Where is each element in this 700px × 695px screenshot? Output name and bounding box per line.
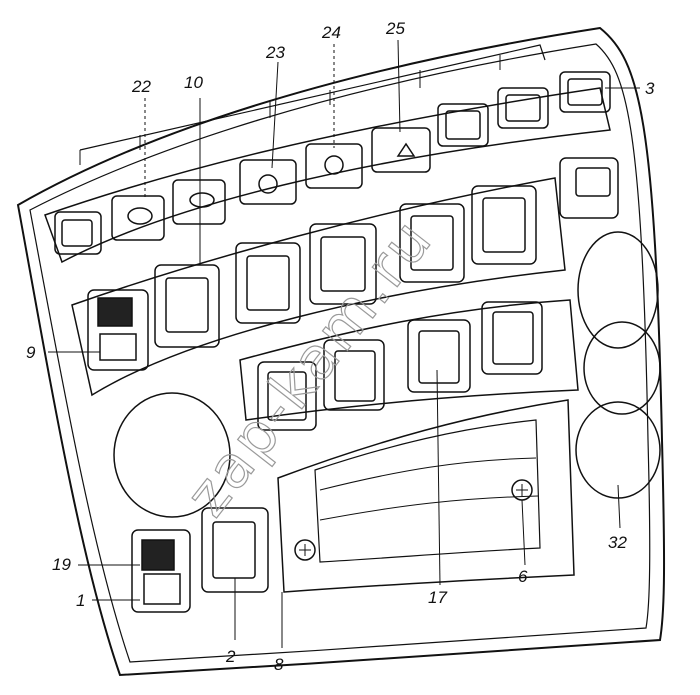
callout-22: 22	[131, 77, 151, 96]
opening-32	[575, 401, 661, 499]
callout-1: 1	[76, 591, 85, 610]
switch-25	[371, 127, 431, 173]
rocker-9	[87, 289, 149, 371]
switch-10-top	[172, 179, 226, 225]
leader-lines	[48, 39, 640, 648]
switch-10	[154, 264, 220, 348]
lower-left-switches	[131, 507, 269, 613]
callout-32: 32	[608, 533, 627, 552]
switch-top-1	[54, 211, 102, 255]
callout-6: 6	[518, 567, 528, 586]
callout-8: 8	[274, 655, 284, 674]
callout-3: 3	[645, 79, 655, 98]
callout-2: 2	[225, 647, 236, 666]
switch-24	[305, 143, 363, 189]
callout-labels: 22 10 23 24 25 3 9 19 1 2 8 17 6 32	[26, 19, 655, 674]
rocker-19	[131, 529, 191, 613]
switch-23	[239, 159, 297, 205]
storage-tray	[277, 399, 575, 593]
callout-19: 19	[52, 555, 71, 574]
callout-9: 9	[26, 343, 36, 362]
callout-24: 24	[321, 23, 341, 42]
gauge-openings	[113, 231, 661, 518]
callout-23: 23	[265, 43, 285, 62]
switch-3	[559, 71, 611, 113]
middle-switch-rows	[71, 157, 619, 431]
top-switch-strip	[44, 71, 611, 264]
callout-10: 10	[184, 73, 203, 92]
switch-22	[111, 195, 165, 241]
callout-25: 25	[385, 19, 405, 38]
callout-17: 17	[428, 588, 447, 607]
